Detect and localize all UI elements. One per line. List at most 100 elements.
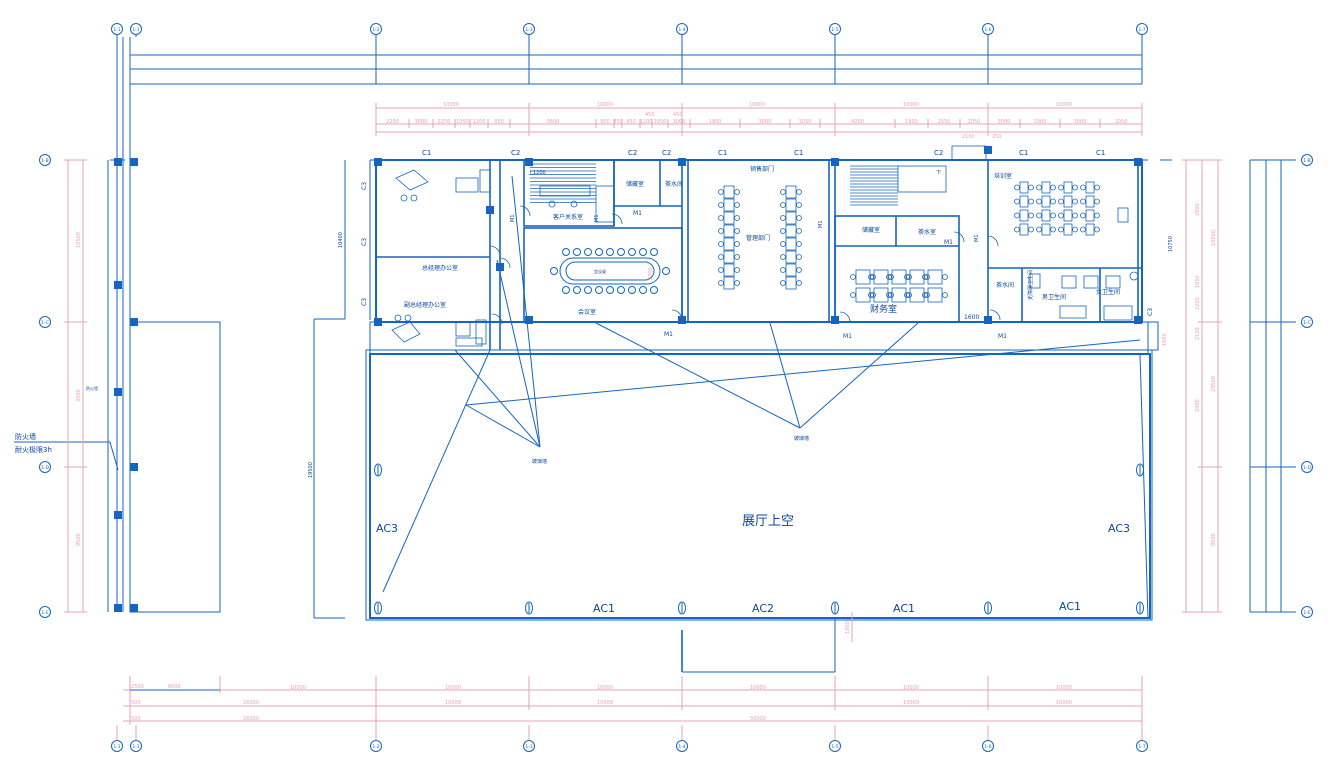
dim-bottom-2: 10000 [1056,700,1072,706]
dim-top-row2: 1200 [640,119,653,125]
axis-label: 1-5 [831,27,838,33]
dim-top-row2: 950 [626,119,636,125]
firewall-title: 防火墙 [15,432,36,441]
dim-top-3: 10000 [749,102,765,108]
axis-label: 1-1 [113,744,120,750]
room-label-finance: 财务室 [870,303,897,315]
window-tag: C1 [718,149,727,157]
window-tag: C1 [1096,149,1105,157]
axis-bubble: 1-1 [130,740,142,752]
axis-label: 1-E [1303,610,1310,616]
dim-top-row2: 1050 [799,119,812,125]
dim-bottom-3: 500 [131,716,141,722]
ac-tag: AC1 [893,602,915,615]
axis-bubble: 1-5 [829,740,841,752]
axis-bubble: 1-B [1301,154,1313,166]
structural-column [984,316,992,324]
room-label-accessible-wc: 无障碍卫生间 [1027,270,1034,300]
bottom-dimension-chains: 2500 6000 10000 10000 10000 10000 10000 … [123,267,1143,725]
window-tag: C2 [628,149,637,157]
stair-right [850,145,987,206]
door-tags: M1 M1 M1 M1 M1 M1 M1 M1 M1 [510,210,1007,340]
dim-top-row2: 1900 [1034,119,1047,125]
furniture [391,169,1139,347]
door-tag: M1 [510,215,516,223]
dim-building-height: 10400 [338,232,344,248]
dim-bottom-2: 10000 [903,700,919,706]
dim-top-row2: 5600 [547,119,560,125]
dim-top-small-2: 450 [673,112,683,118]
stair-down-label: 下 [936,170,941,176]
door-tag: M1 [998,333,1007,340]
ac-unit [1136,463,1144,477]
dim-right-inner: 10500 [1211,230,1217,246]
structural-column [525,158,533,166]
dim-top-row2: 2550 [938,119,951,125]
room-label-mens-wc: 男卫生间 [1042,293,1066,301]
dim-top-row2: 1900 [905,119,918,125]
axis-bubble: 1-2 [370,740,382,752]
axis-bubble: 1-3 [523,740,535,752]
dim-bottom-2: 10000 [597,700,613,706]
dim-right-small: 1650 [1162,333,1168,346]
dim-top-row2: 3000 [415,119,428,125]
door-tag: M1 [843,333,852,340]
dim-bottom-1: 10000 [445,685,461,691]
top-dimension-chains: 10000 10000 10000 10000 10000 450 450 22… [375,102,1143,140]
structural-column [525,316,533,324]
callouts: 玻璃墙 玻璃墙 防火墙 耐火极限3h 下 上 1200 1600 防火墙 [15,169,979,465]
window-tag: C3 [1147,308,1154,316]
structural-column [130,318,138,326]
structural-column [1134,158,1142,166]
dim-bottom-1: 6000 [168,684,181,690]
top-axis-lines [107,37,1143,613]
axis-label: 1-D [1303,465,1311,471]
hall-label: 展厅上空 [742,514,794,529]
dim-bottom-3: 16000 [243,716,259,722]
axis-bubble: 1-C [39,316,51,328]
axis-label: 1-2 [372,744,379,750]
dim-top-row2: 1050 [456,119,469,125]
dim-bottom-1: 10000 [903,685,919,691]
structural-column [114,158,122,166]
structural-column [831,316,839,324]
ac-unit [831,601,839,615]
axis-label: 1-C [41,320,49,326]
room-label-training: 培训室 [994,172,1012,180]
structural-column [486,206,494,214]
dim-bottom-1: 10000 [1056,685,1072,691]
door-tag: M1 [594,215,600,223]
dim-top-row2: 2250 [386,119,399,125]
axis-bubble: 1-6 [982,740,994,752]
axis-bubble: 1-2 [370,23,382,35]
axis-bubble: 1-C [1301,316,1313,328]
ac-tag: AC1 [593,602,615,615]
window-tag: C2 [934,149,943,157]
room-label-storage-1: 储藏室 [626,180,644,188]
room-label-tea-1: 茶水间 [665,180,683,188]
dim-top-row2: 4250 [851,119,864,125]
axis-label: 1-6 [984,27,991,33]
glass-wall-leaders [14,175,1141,593]
axis-label: 1-B [41,158,48,164]
room-label-gm: 总经理办公室 [422,264,458,272]
ac-tag: AC3 [1108,522,1130,535]
window-tags: C1 C2 C1 C2 C2 C1 C1 C2 C1 C1 C3 C3 C3 C… [361,149,1154,316]
dim-top-row2: 3000 [998,119,1011,125]
structural-column [831,158,839,166]
axis-label: 1-B [1303,158,1310,164]
axis-bubble: 1-7 [1136,740,1148,752]
window-tag: C1 [422,149,431,157]
dim-top-1: 10000 [443,102,459,108]
dim-top-row2: 3000 [673,119,686,125]
dim-bottom-1: 2500 [131,684,144,690]
axis-label: 1-5 [831,744,838,750]
room-label-tea-2: 茶水室 [918,228,936,236]
axis-bubble: 1-1 [111,740,123,752]
left-wall-tag: 防火墙 [86,385,98,391]
dim-right-small: 2400 [1195,399,1201,412]
dim-top-small-4: 250 [992,134,1002,140]
dim-top-row2: 950 [600,119,610,125]
